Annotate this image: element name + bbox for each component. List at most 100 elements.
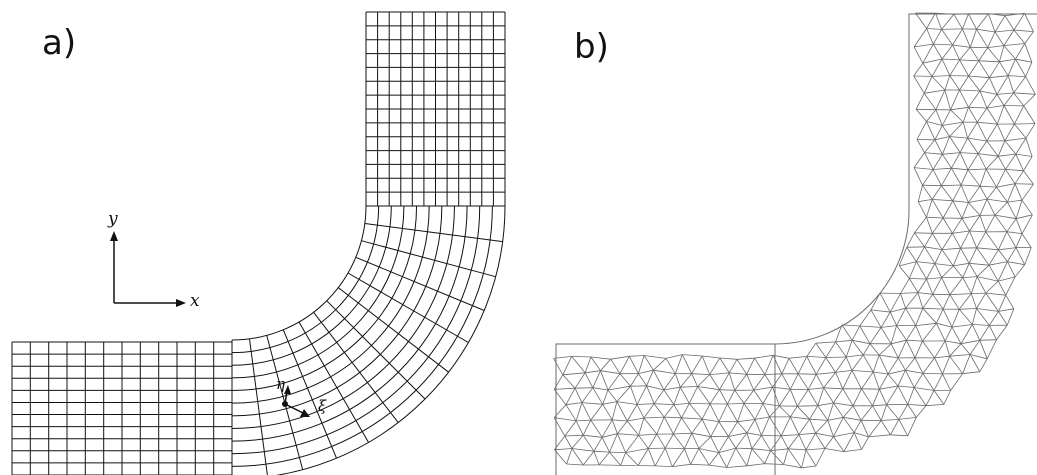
tri-edge: [944, 340, 951, 357]
tri-edge: [986, 339, 997, 359]
tri-edge: [996, 123, 1006, 141]
tri-edge: [862, 354, 874, 373]
tri-edge: [926, 277, 942, 280]
tri-edge: [932, 294, 944, 310]
tri-edge: [643, 417, 658, 435]
tri-edge: [949, 294, 960, 310]
tri-edge: [582, 419, 592, 436]
tri-edge: [571, 448, 594, 452]
tri-edge: [574, 372, 586, 389]
tri-edge: [941, 168, 952, 186]
tri-edge: [773, 354, 790, 359]
tri-edge: [942, 308, 953, 328]
tri-edge: [951, 309, 960, 328]
tri-edge: [897, 385, 915, 388]
tri-edge: [924, 89, 945, 94]
tri-edge: [972, 324, 990, 326]
tri-edge: [701, 355, 711, 375]
tri-edge: [619, 373, 631, 387]
tri-edge: [934, 357, 943, 375]
tri-edge: [976, 247, 990, 266]
tri-edge: [872, 404, 887, 407]
tri-edge: [969, 230, 978, 248]
tri-edge: [988, 13, 996, 33]
tri-edge: [985, 280, 999, 294]
tri-edge: [923, 93, 937, 110]
tri-edge: [887, 373, 899, 387]
tri-edge: [988, 264, 999, 282]
tri-edge: [1005, 276, 1016, 296]
tri-edge: [815, 432, 826, 449]
tri-edge: [976, 308, 990, 326]
tri-edge: [835, 341, 847, 358]
tri-edge: [917, 292, 924, 309]
tri-edge: [976, 292, 987, 309]
tri-edge: [842, 417, 855, 433]
tri-edge: [709, 374, 720, 390]
tri-edge: [978, 47, 989, 62]
tri-edge: [906, 246, 925, 248]
tri-edge: [997, 140, 1006, 157]
tri-edge: [898, 247, 908, 267]
tri-edge: [952, 218, 963, 234]
tri-edge: [979, 340, 988, 359]
tri-edge: [1004, 123, 1015, 141]
tri-edge: [665, 358, 676, 374]
tri-edge: [809, 419, 816, 434]
tri-edge: [761, 435, 771, 451]
tri-edge: [1015, 58, 1026, 77]
tri-edge: [735, 432, 748, 449]
tri-edge: [1015, 200, 1023, 219]
tri-edge: [1003, 29, 1015, 46]
tri-edge: [1007, 201, 1017, 219]
tri-edge: [996, 169, 1006, 188]
tri-edge: [986, 198, 996, 216]
tri-edge: [817, 387, 825, 406]
tri-edge: [926, 121, 936, 140]
tri-edge: [986, 123, 998, 142]
tri-edge: [754, 354, 774, 359]
tri-edge: [971, 324, 981, 341]
tri-edge: [1014, 123, 1027, 139]
tri-edge: [979, 358, 988, 372]
xi-arrowhead: [300, 409, 310, 417]
tri-edge: [958, 293, 972, 310]
tri-edge: [616, 401, 628, 422]
tri-edge: [582, 450, 595, 466]
tri-edge: [853, 420, 862, 433]
tri-edge: [945, 340, 962, 345]
tri-edge: [987, 31, 996, 48]
tri-edge: [1014, 183, 1034, 185]
tri-edge: [638, 417, 645, 436]
tri-edge: [673, 404, 682, 418]
tri-edge: [998, 231, 1008, 250]
tri-edge: [932, 29, 942, 45]
tri-edge: [969, 340, 981, 355]
tri-edge: [630, 386, 638, 405]
tri-edge: [574, 387, 593, 389]
tri-edge: [746, 358, 755, 375]
tri-edge: [754, 357, 766, 375]
tri-edge: [862, 343, 871, 356]
tri-edge: [952, 233, 961, 249]
tri-edge: [987, 47, 1000, 63]
tri-edge: [880, 404, 887, 421]
tri-edge: [743, 403, 756, 420]
tri-edge: [787, 448, 802, 469]
tri-edge: [833, 402, 854, 407]
tri-edge: [926, 28, 942, 30]
tri-edge: [915, 405, 927, 418]
tri-edge: [941, 233, 953, 250]
tri-edge: [962, 121, 968, 139]
tri-edge: [896, 308, 906, 326]
tri-edge: [593, 451, 600, 466]
tri-edge: [872, 371, 880, 390]
tri-edge: [994, 201, 1008, 216]
mesh-spoke: [298, 321, 369, 443]
tri-edge: [1014, 170, 1024, 184]
tri-edge: [899, 261, 917, 267]
tri-edge: [887, 369, 906, 375]
tri-edge: [952, 200, 969, 203]
tri-edge: [728, 432, 747, 437]
tri-edge: [593, 437, 603, 452]
